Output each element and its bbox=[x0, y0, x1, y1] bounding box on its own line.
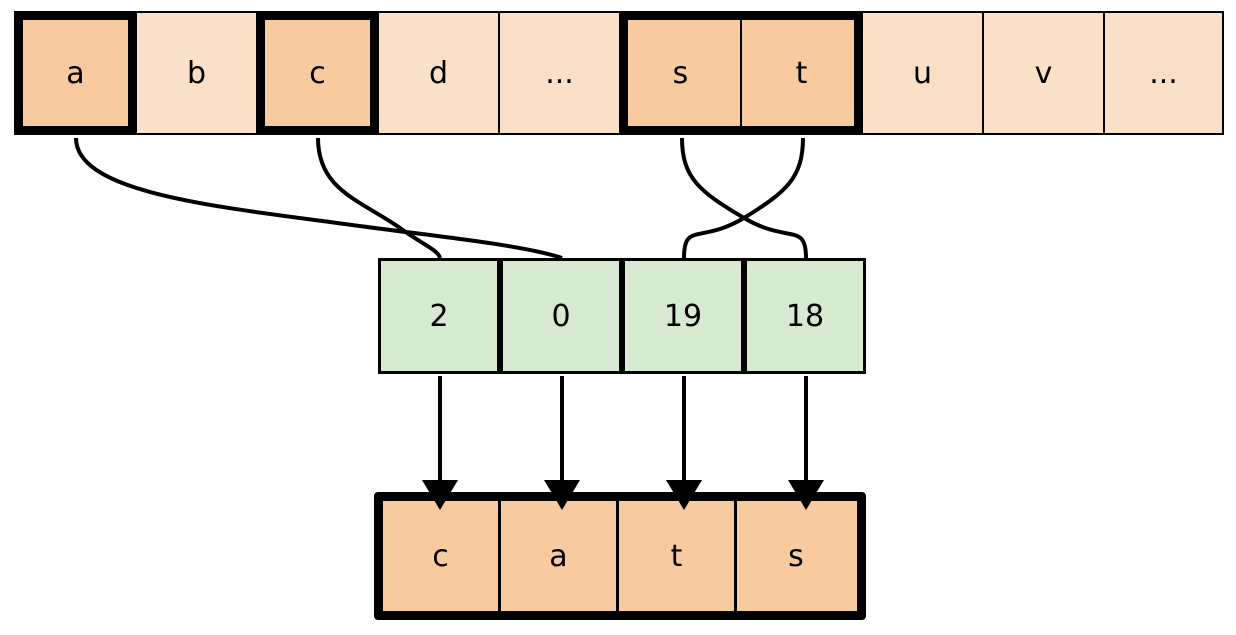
index-cell-2[interactable]: 19 bbox=[622, 258, 744, 374]
alphabet-cell-label: d bbox=[428, 55, 449, 91]
alphabet-cell-label: a bbox=[66, 55, 85, 91]
alphabet-cell-c[interactable]: c bbox=[256, 11, 379, 135]
alphabet-cell-label: c bbox=[309, 55, 326, 91]
result-cell-2[interactable]: t bbox=[619, 501, 737, 611]
alphabet-strip: a b c d ... s t u v ... bbox=[14, 11, 1224, 135]
mapping-curve-t-to-19 bbox=[682, 137, 805, 259]
alphabet-cell-v[interactable]: v bbox=[982, 11, 1105, 135]
mapping-curve-a-to-0 bbox=[74, 137, 563, 260]
alphabet-cell-label: s bbox=[672, 55, 689, 91]
result-cell-3[interactable]: s bbox=[737, 501, 855, 611]
alphabet-cell-label: t bbox=[795, 55, 808, 91]
alphabet-cell-s[interactable]: s bbox=[619, 11, 742, 135]
alphabet-cell-label: ... bbox=[1149, 55, 1178, 91]
mapping-curve-c-to-2 bbox=[316, 137, 442, 259]
alphabet-cell-ellipsis-1[interactable]: ... bbox=[498, 11, 621, 135]
index-cell-label: 19 bbox=[663, 298, 703, 334]
result-cell-0[interactable]: c bbox=[383, 501, 501, 611]
index-cell-0[interactable]: 2 bbox=[378, 258, 500, 374]
result-cell-1[interactable]: a bbox=[501, 501, 619, 611]
result-cell-label: s bbox=[788, 538, 804, 574]
alphabet-cell-u[interactable]: u bbox=[861, 11, 984, 135]
index-cell-label: 18 bbox=[785, 298, 825, 334]
alphabet-cell-ellipsis-2[interactable]: ... bbox=[1103, 11, 1224, 135]
result-cell-label: a bbox=[549, 538, 568, 574]
index-cell-label: 2 bbox=[429, 298, 449, 334]
alphabet-cell-t[interactable]: t bbox=[740, 11, 863, 135]
alphabet-cell-label: u bbox=[912, 55, 932, 91]
index-array: 2 0 19 18 bbox=[378, 258, 866, 374]
alphabet-cell-a[interactable]: a bbox=[14, 11, 137, 135]
alphabet-cell-b[interactable]: b bbox=[135, 11, 258, 135]
result-array: c a t s bbox=[374, 492, 866, 620]
alphabet-cell-label: ... bbox=[545, 55, 574, 91]
mapping-curve-s-to-18 bbox=[680, 137, 808, 259]
result-cell-label: c bbox=[432, 538, 449, 574]
index-cell-1[interactable]: 0 bbox=[500, 258, 622, 374]
index-cell-3[interactable]: 18 bbox=[744, 258, 866, 374]
index-cell-label: 0 bbox=[551, 298, 571, 334]
result-cell-label: t bbox=[670, 538, 683, 574]
alphabet-cell-d[interactable]: d bbox=[377, 11, 500, 135]
alphabet-cell-label: b bbox=[186, 55, 207, 91]
alphabet-cell-label: v bbox=[1034, 55, 1053, 91]
